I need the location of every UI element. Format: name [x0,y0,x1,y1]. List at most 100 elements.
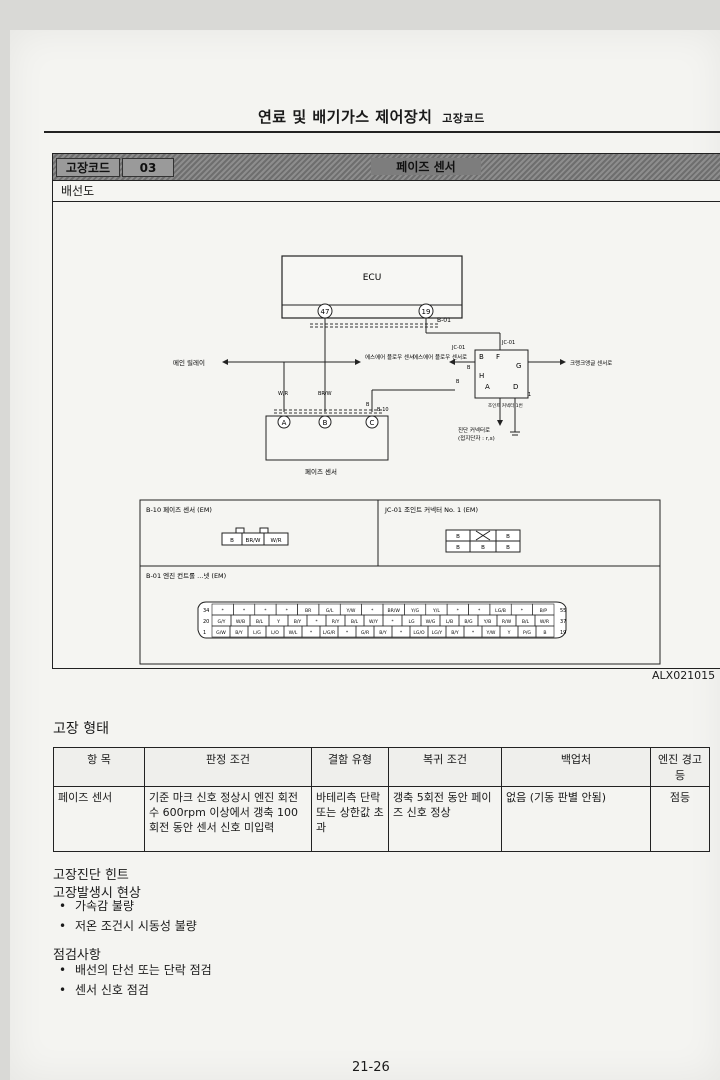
b01-pin-label: * [371,608,374,614]
arrow-main-relay [222,359,228,365]
wiring-frame: 고장코드 03 페이즈 센서 배선도 [52,153,720,669]
b01-pin-label: B/Y [235,630,243,636]
b01-pin-label: * [391,619,394,625]
b01-pin-label: R/Y [332,619,340,625]
code-number: 03 [122,158,174,177]
diag-conn-label-a: 조인트 커넥터 1번 [488,402,523,409]
b01-left-34: 34 [203,608,209,614]
col-backup: 백업처 [501,747,651,787]
diag-conn-label-b: 진단 커넥터로 [458,426,490,434]
b01-pin-label: Y/L [432,608,440,614]
cell-defect: 바테리측 단락 또는 상한값 초과 [311,786,389,852]
b01-left-20: 20 [203,619,209,625]
b01-face [197,601,567,639]
code-label: 고장코드 [56,158,120,177]
list-item: 가속감 불량 [53,896,197,916]
b01-pin-label: LG/Y [432,630,443,636]
list-item: 센서 신호 점검 [53,980,212,1000]
header-rule [44,131,720,133]
b01-pin-label: B/Y [379,630,387,636]
b01-pin-label: G/Y [218,619,226,625]
symptom-list: 가속감 불량 저온 조건시 시동성 불량 [53,896,197,936]
arrow-diag [497,420,503,426]
ecu-label: ECU [363,273,382,283]
b01-pin-label: B/L [522,619,530,625]
b01-pin-label: B/L [351,619,359,625]
jc-side-b2: B [456,379,460,385]
b01-pin-label: P/G [523,630,531,636]
b01-pin-label: B/G [464,619,473,625]
table-row: 페이즈 센서 기준 마크 신호 정상시 엔진 회전수 600rpm 이상에서 갱… [53,786,710,852]
b01-pin-label: * [286,608,289,614]
jc-side-b1: B [467,365,471,371]
panel-jc01-title: JC-01 조인트 커넥터 No. 1 (EM) [384,505,478,514]
b01-pin-label: * [243,608,246,614]
b01-pin-label: L/O [271,630,279,636]
b01-pin-label: LG/B [495,608,506,614]
term-b-label: B [323,419,328,427]
b01-pin-label: G/R [361,630,370,636]
b01-pin-label: * [472,630,475,636]
b10-latch-2 [259,527,269,534]
b01-pin-label: L/G [253,630,261,636]
wiring-section-label: 배선도 [53,180,720,202]
b01-pin-label: B/Y [294,619,302,625]
jc01-pin-3: B [456,545,460,551]
b01-top-label: B-01 [437,317,451,324]
list-item: 저온 조건시 시동성 불량 [53,916,197,936]
jc01-pin-5: B [506,545,510,551]
panel-b10-title: B-10 페이즈 센서 (EM) [146,505,212,514]
arrow-crank [560,359,566,365]
wire-br-w-label: BR/W [318,391,332,397]
b01-pin-label: Y/W [486,630,496,636]
term-c-circle [365,415,379,429]
check-list: 배선의 단선 또는 단락 점검 센서 신호 점검 [53,960,212,1000]
b01-pin-label: * [222,608,225,614]
b01-pin-label: Y/W [345,608,355,614]
fault-section-title: 고장 형태 [53,721,109,737]
b01-pin-label: Y [276,619,280,625]
jc-pin-a: A [485,383,490,391]
b10-pin-2: BR/W [246,538,261,544]
term-b-circle [318,415,332,429]
b01-right-55: 55 [560,608,566,614]
b01-pin-label: W/R [540,619,550,625]
jc01-x-2 [475,530,491,541]
cell-backup: 없음 (기동 판별 안됨) [501,786,651,852]
b01-pin-label: L/B [446,619,453,625]
header-subtitle: 고장코드 [442,112,485,125]
b01-pin-label: Y [507,630,511,636]
b01-pin-label: Y/G [410,608,419,614]
airflow-label-1: 에스에어 플로우 센서 [365,353,414,361]
b01-left-1: 1 [203,630,206,636]
crank-label: 크랭크앵글 센서로 [570,359,612,367]
term-a-label: A [282,419,287,427]
col-recovery: 복귀 조건 [388,747,502,787]
cell-recovery: 갱축 5회전 동안 페이즈 신호 정상 [388,786,502,852]
b01-pin-label: G/L [326,608,334,614]
arrow-airflow-2 [449,359,455,365]
b01-pin-label: W/Y [369,619,378,625]
term-a-circle [277,415,291,429]
b10-face [221,532,289,546]
arrow-airflow-1 [355,359,361,365]
jc01-box [474,349,529,399]
b01-pin-label: G/W [216,630,226,636]
page-header: 연료 및 배기가스 제어장치 고장코드 [258,106,485,127]
main-relay-label: 메인 릴레이 [173,358,205,367]
jc01-pin-1: B [456,534,460,540]
page-number: 21-26 [352,1060,390,1075]
wire-w-r-label: W/R [278,391,289,397]
b01-pin-label: * [478,608,481,614]
jc-pin-d: D [513,383,518,391]
b01-pin-label: * [264,608,267,614]
phase-sensor-label: 페이즈 센서 [305,467,337,476]
jc-pin-f: F [496,353,500,361]
jc01-pin-2: B [506,534,510,540]
jc-pin-g: G [516,362,521,370]
diag-conn-label-c: (접지단자 : r,s) [458,434,495,442]
col-item: 항 목 [53,747,145,787]
panel-b01-title: B-01 엔진 컨트롤 ...넷 (EM) [146,571,226,580]
b01-right-19: 19 [560,630,566,636]
